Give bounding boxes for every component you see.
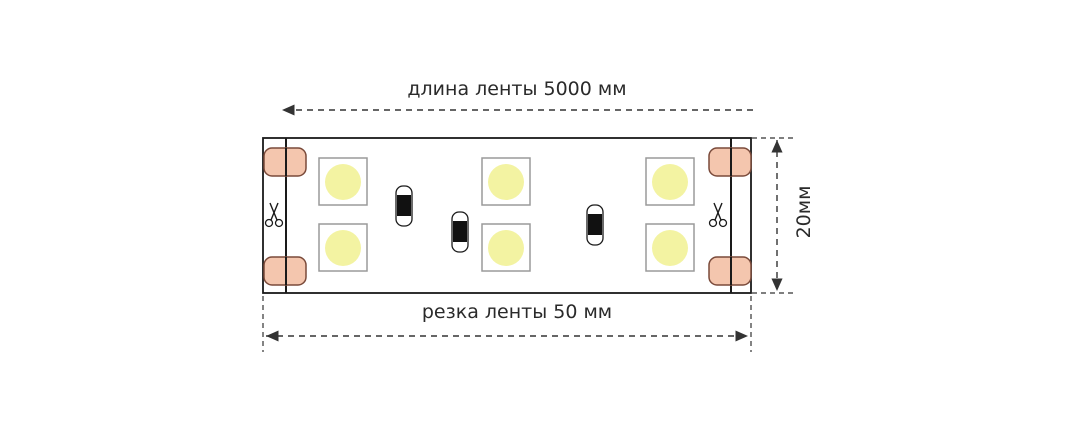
resistor-1 [395, 185, 413, 227]
resistor-2 [451, 211, 469, 253]
scissors-icon [708, 202, 728, 228]
resistor-3 [586, 204, 604, 246]
led-right-top [645, 157, 695, 206]
led-left-bottom [318, 223, 368, 272]
led-left-top [318, 157, 368, 206]
strip-length-label: длина ленты 5000 мм [407, 78, 626, 100]
led-middle-bottom [481, 223, 531, 272]
led-middle-top [481, 157, 531, 206]
led-right-bottom [645, 223, 695, 272]
cut-length-label: резка ленты 50 мм [422, 301, 612, 323]
strip-width-label: 20мм [793, 186, 815, 239]
scissors-icon [264, 202, 284, 228]
